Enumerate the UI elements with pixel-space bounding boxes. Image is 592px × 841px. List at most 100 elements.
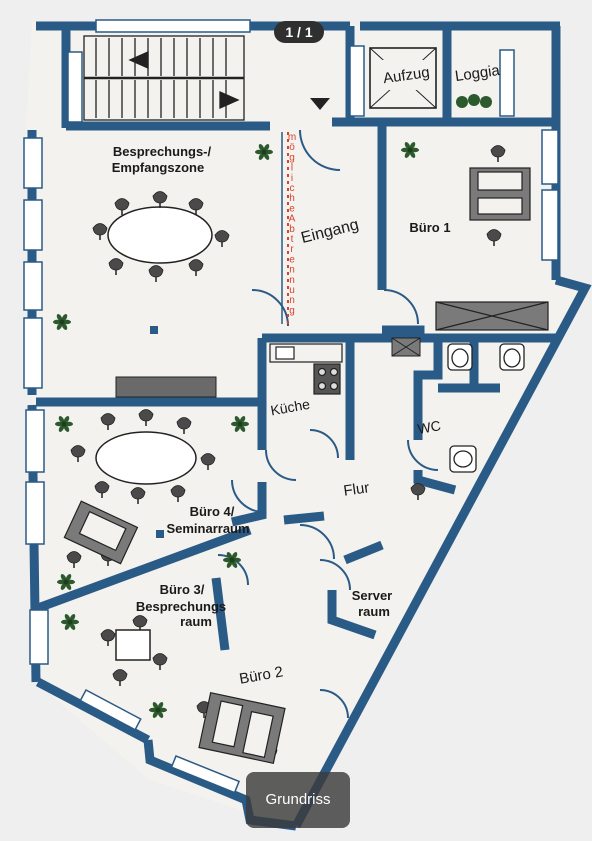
chair-icon xyxy=(152,653,168,670)
chair-icon xyxy=(108,258,124,275)
wall-buero4-right xyxy=(230,482,267,527)
chair-icon xyxy=(92,223,108,240)
chair-icon xyxy=(132,615,148,632)
label-buero4-2: Seminarraum xyxy=(166,521,249,536)
window xyxy=(95,19,251,33)
wall-bottom-left xyxy=(35,678,151,744)
label-server-1: Server xyxy=(352,588,392,603)
door-swing xyxy=(309,429,339,459)
kitchen-unit xyxy=(269,343,343,395)
wall-server xyxy=(327,590,377,640)
annotation-letter: n xyxy=(289,265,295,276)
annotation-letter: g xyxy=(289,152,295,163)
plant-icon xyxy=(401,142,419,158)
chair-icon xyxy=(112,669,128,686)
caption-button[interactable]: Grundriss xyxy=(246,772,350,828)
staircase xyxy=(83,35,245,121)
wall-diag-interior-2 xyxy=(283,511,325,525)
door-swing xyxy=(383,289,419,325)
door-swing xyxy=(299,129,341,171)
chair-icon xyxy=(200,453,216,470)
annotation-letter: t xyxy=(291,234,294,245)
shaft-box xyxy=(391,337,421,357)
door-swing xyxy=(265,449,297,481)
door-swing xyxy=(407,439,439,471)
chair-icon xyxy=(152,191,168,208)
chair-icon xyxy=(188,198,204,215)
label-aufzug: Aufzug xyxy=(382,64,431,87)
plant-icon xyxy=(57,574,75,590)
label-loggia: Loggia xyxy=(454,62,502,85)
label-flur: Flur xyxy=(342,479,370,499)
plant-icon xyxy=(55,416,73,432)
chair-icon xyxy=(100,413,116,430)
label-buero3-3: raum xyxy=(180,614,212,629)
plant-icon xyxy=(53,314,71,330)
toilets xyxy=(447,343,525,473)
wall-wc-bottom xyxy=(413,470,457,495)
window xyxy=(499,49,515,117)
door-swing xyxy=(319,689,349,719)
window xyxy=(67,51,83,123)
chair-icon xyxy=(176,417,192,434)
elevator-shaft xyxy=(369,47,437,109)
annotation-letter: n xyxy=(289,295,295,306)
meeting-table xyxy=(107,206,213,264)
wall-diag-interior xyxy=(36,525,252,613)
buero1-desks xyxy=(469,167,531,221)
annotation-letter: r xyxy=(290,244,294,255)
window xyxy=(170,755,241,794)
window xyxy=(23,199,43,251)
window xyxy=(25,409,45,473)
door-swing xyxy=(217,554,249,586)
label-besprechung-1: Besprechungs-/ xyxy=(113,144,212,159)
window xyxy=(23,261,43,311)
annotation-letter: g xyxy=(289,305,295,316)
label-wc: WC xyxy=(416,417,442,437)
window xyxy=(29,609,49,665)
entrance-arrow-icon xyxy=(310,98,330,110)
window xyxy=(349,45,365,117)
chair-icon xyxy=(214,230,230,247)
annotation-letter: u xyxy=(289,285,295,296)
window xyxy=(23,137,43,189)
sideboard xyxy=(115,376,217,398)
page-counter: 1 / 1 xyxy=(274,21,324,43)
label-server-2: raum xyxy=(358,604,390,619)
plant-icon xyxy=(61,614,79,630)
chair-icon xyxy=(94,481,110,498)
annotation-letter: e xyxy=(289,254,295,265)
annotation-letter: l xyxy=(291,163,293,174)
chair-icon xyxy=(410,483,426,500)
annotation-letter: i xyxy=(291,173,293,184)
door-swing xyxy=(251,289,289,327)
annotation-letter: e xyxy=(289,203,295,214)
buero4-desk xyxy=(63,500,139,565)
window xyxy=(541,129,559,185)
window xyxy=(541,189,559,261)
chair-icon xyxy=(138,409,154,426)
plant-icon xyxy=(231,416,249,432)
chair-icon xyxy=(114,198,130,215)
buero2-desks xyxy=(198,691,286,765)
wall-server-top xyxy=(343,540,384,565)
chair-icon xyxy=(66,551,82,568)
annotation-letter: h xyxy=(289,193,295,204)
label-buero4-1: Büro 4/ xyxy=(190,504,235,519)
chair-icon xyxy=(188,259,204,276)
label-buero3-1: Büro 3/ xyxy=(160,582,205,597)
window xyxy=(23,317,43,389)
chair-icon xyxy=(486,229,502,246)
label-kueche: Küche xyxy=(269,396,311,419)
annotation-letter: c xyxy=(290,183,295,194)
plant-icon xyxy=(149,702,167,718)
annotation-letter: b xyxy=(289,224,295,235)
chair-icon xyxy=(170,485,186,502)
chair-icon xyxy=(490,145,506,162)
annotation-letter: m xyxy=(288,132,296,143)
marker-square xyxy=(150,326,158,334)
wall-diagonal xyxy=(292,275,592,829)
wardrobe xyxy=(435,301,549,331)
